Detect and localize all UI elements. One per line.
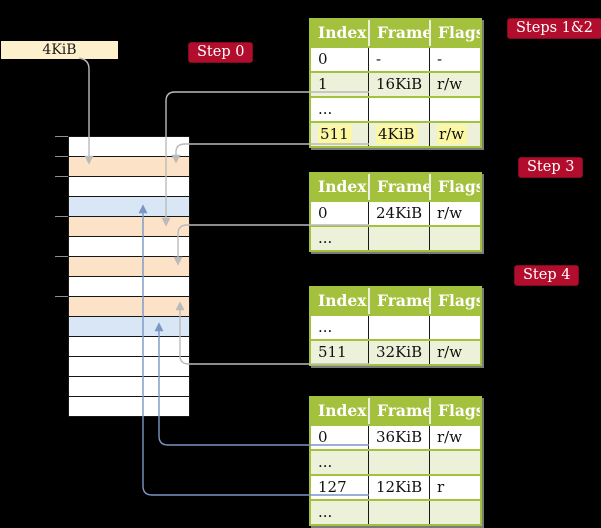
column-header: Index — [318, 291, 367, 310]
memory-frame-row-orange — [69, 217, 189, 237]
step-4-badge: Step 4 — [514, 265, 580, 286]
column-header: Index — [318, 177, 367, 196]
table-cell — [368, 451, 429, 474]
table-cell — [368, 316, 429, 339]
memory-frame-row-white — [69, 237, 189, 257]
table-cell: 32KiB — [368, 341, 429, 364]
memory-frame-row-orange — [69, 257, 189, 277]
table-cell — [368, 98, 429, 121]
table-cell — [368, 501, 429, 524]
column-header: Flags — [429, 288, 480, 314]
memory-address-tick — [55, 215, 68, 217]
column-header: Index — [318, 401, 367, 420]
memory-frame-row-white — [69, 357, 189, 377]
table-cell: 36KiB — [368, 426, 429, 449]
table-cell: 0 — [318, 428, 328, 446]
table-cell: r/w — [429, 341, 480, 364]
table-cell: ... — [318, 453, 333, 471]
table-cell: 0 — [318, 204, 328, 222]
table-cell — [429, 451, 480, 474]
table-cell: ... — [318, 229, 333, 247]
memory-address-tick — [55, 295, 68, 297]
memory-address-tick — [55, 135, 68, 137]
table-row: 511 4KiB r/w — [311, 121, 480, 146]
column-header: Frame — [368, 288, 429, 314]
column-header: Index — [318, 23, 367, 42]
table-cell: 127 — [318, 478, 347, 496]
column-header: Frame — [368, 20, 429, 46]
table-cell — [429, 501, 480, 524]
memory-address-tick — [55, 175, 68, 177]
cr3-frame-box: 4KiB — [1, 41, 118, 59]
table-cell: r/w — [429, 123, 480, 146]
table-row: 0 -- — [311, 46, 480, 71]
column-header: Frame — [368, 174, 429, 200]
table-cell: 4KiB — [368, 123, 429, 146]
table-row: ... — [311, 225, 480, 250]
cr3-frame-label: 4KiB — [42, 42, 77, 58]
memory-frame-row-white — [69, 137, 189, 157]
table-cell: r/w — [429, 73, 480, 96]
table-row: ... — [311, 449, 480, 474]
table-cell: r/w — [429, 426, 480, 449]
highlighted-value: 511 — [318, 125, 352, 144]
table-cell: 12KiB — [368, 476, 429, 499]
table-row: ... — [311, 499, 480, 524]
table-cell: - — [368, 48, 429, 71]
memory-address-tick — [55, 255, 68, 257]
memory-address-tick — [55, 155, 68, 157]
table-cell: ... — [318, 503, 333, 521]
table-cell: 511 — [318, 343, 347, 361]
table-cell: 16KiB — [368, 73, 429, 96]
column-header: Frame — [368, 398, 429, 424]
table-cell: 511 — [311, 123, 368, 146]
highlighted-value: 4KiB — [376, 125, 418, 144]
step-0-badge: Step 0 — [188, 42, 254, 63]
table-cell: - — [429, 48, 480, 71]
steps-1-2-badge: Steps 1&2 — [507, 18, 601, 39]
memory-frame-row-white — [69, 377, 189, 397]
table-cell: r — [429, 476, 480, 499]
memory-frame-row-orange — [69, 297, 189, 317]
memory-frame-row-blue — [69, 197, 189, 217]
table-cell — [429, 98, 480, 121]
memory-frame-row-orange — [69, 157, 189, 177]
physical-memory-column — [68, 136, 190, 417]
table-cell: ... — [318, 100, 333, 118]
highlighted-value: r/w — [437, 125, 468, 144]
table-cell — [368, 227, 429, 250]
table-cell: ... — [318, 318, 333, 336]
memory-frame-row-white — [69, 337, 189, 357]
table-cell: 1 — [318, 75, 328, 93]
column-header: Flags — [429, 398, 480, 424]
memory-frame-row-blue — [69, 317, 189, 337]
table-row: ... — [311, 96, 480, 121]
memory-frame-row-white — [69, 177, 189, 197]
step-3-badge: Step 3 — [518, 157, 584, 178]
table-cell — [429, 227, 480, 250]
memory-frame-row-white — [69, 397, 189, 417]
table-cell — [429, 316, 480, 339]
table-cell: 24KiB — [368, 202, 429, 225]
column-header: Flags — [429, 20, 480, 46]
table-row: ... — [311, 314, 480, 339]
memory-frame-row-white — [69, 277, 189, 297]
table-cell: r/w — [429, 202, 480, 225]
column-header: Flags — [429, 174, 480, 200]
table-cell: 0 — [318, 50, 328, 68]
